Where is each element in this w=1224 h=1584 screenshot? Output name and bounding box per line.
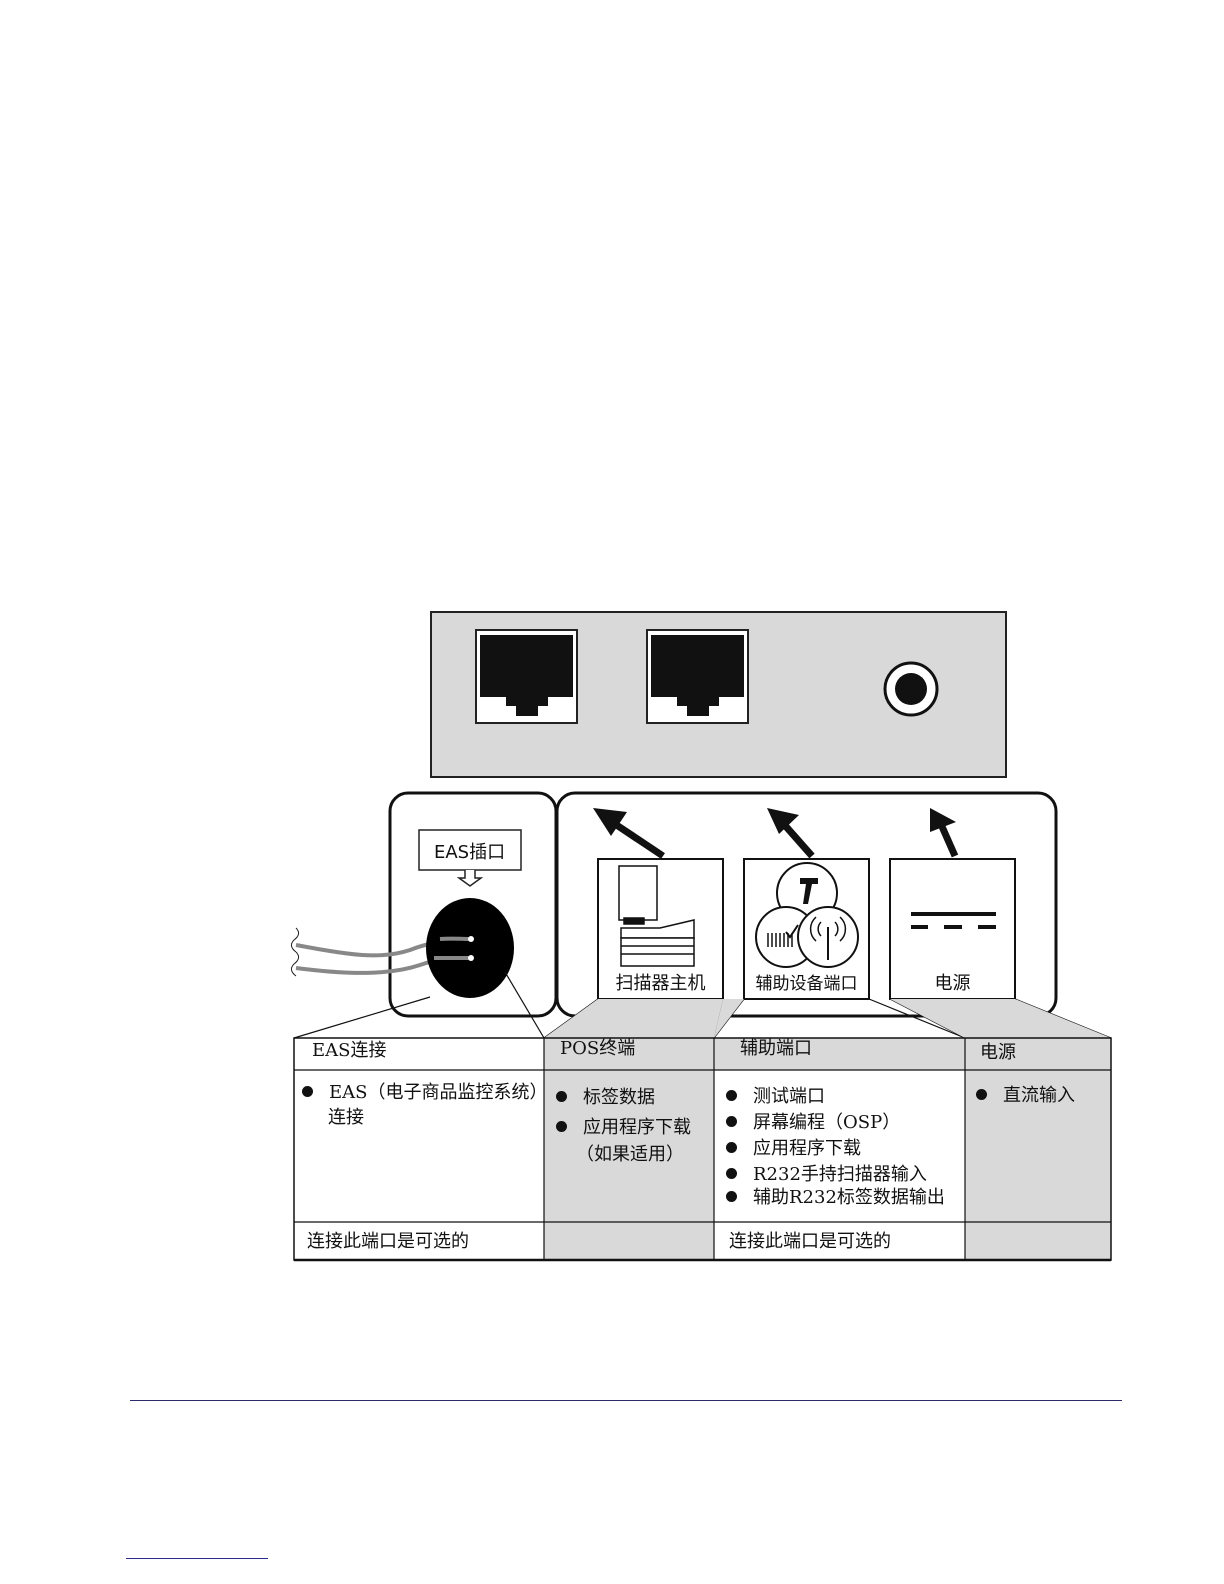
header-pos: POS终端 xyxy=(560,1038,635,1060)
optional-note-aux: 连接此端口是可选的 xyxy=(729,1231,891,1253)
bullet-icon xyxy=(726,1191,737,1202)
list-item: 标签数据 xyxy=(556,1083,655,1109)
bullet-icon xyxy=(556,1091,567,1102)
header-aux: 辅助端口 xyxy=(740,1038,812,1060)
list-item: 屏幕编程（OSP） xyxy=(726,1108,900,1134)
header-eas: EAS连接 xyxy=(312,1040,386,1062)
bullet-icon xyxy=(976,1089,987,1100)
bullet-icon xyxy=(726,1116,737,1127)
power-label: 电源 xyxy=(890,969,1015,995)
rj45-port-pos-icon xyxy=(476,630,577,723)
list-item: 直流输入 xyxy=(976,1081,1075,1107)
list-item: EAS（电子商品监控系统） xyxy=(302,1078,547,1104)
bullet-icon xyxy=(726,1168,737,1179)
list-item: 辅助R232标签数据输出 xyxy=(726,1183,945,1209)
port-table xyxy=(294,1038,1111,1260)
scanner-host-label: 扫描器主机 xyxy=(598,969,723,995)
list-item: 测试端口 xyxy=(726,1082,825,1108)
list-item-cont: 连接 xyxy=(328,1103,364,1129)
aux-port-label: 辅助设备端口 xyxy=(744,969,869,994)
list-item: 应用程序下载 xyxy=(726,1134,861,1160)
eas-port-icon xyxy=(426,898,514,998)
page-footer-link-rule xyxy=(126,1558,268,1559)
list-item: 应用程序下载 xyxy=(556,1113,691,1139)
header-power: 电源 xyxy=(980,1042,1016,1064)
rj45-port-aux-icon xyxy=(647,630,748,723)
list-item-cont: （如果适用） xyxy=(576,1140,684,1166)
page-footer-rule xyxy=(130,1400,1122,1401)
bullet-icon xyxy=(556,1121,567,1132)
eas-callout-label: EAS插口 xyxy=(434,838,505,864)
bullet-icon xyxy=(726,1142,737,1153)
optional-note-eas: 连接此端口是可选的 xyxy=(307,1231,469,1253)
bullet-icon xyxy=(302,1086,313,1097)
bullet-icon xyxy=(726,1090,737,1101)
dc-power-jack-icon xyxy=(885,663,937,715)
